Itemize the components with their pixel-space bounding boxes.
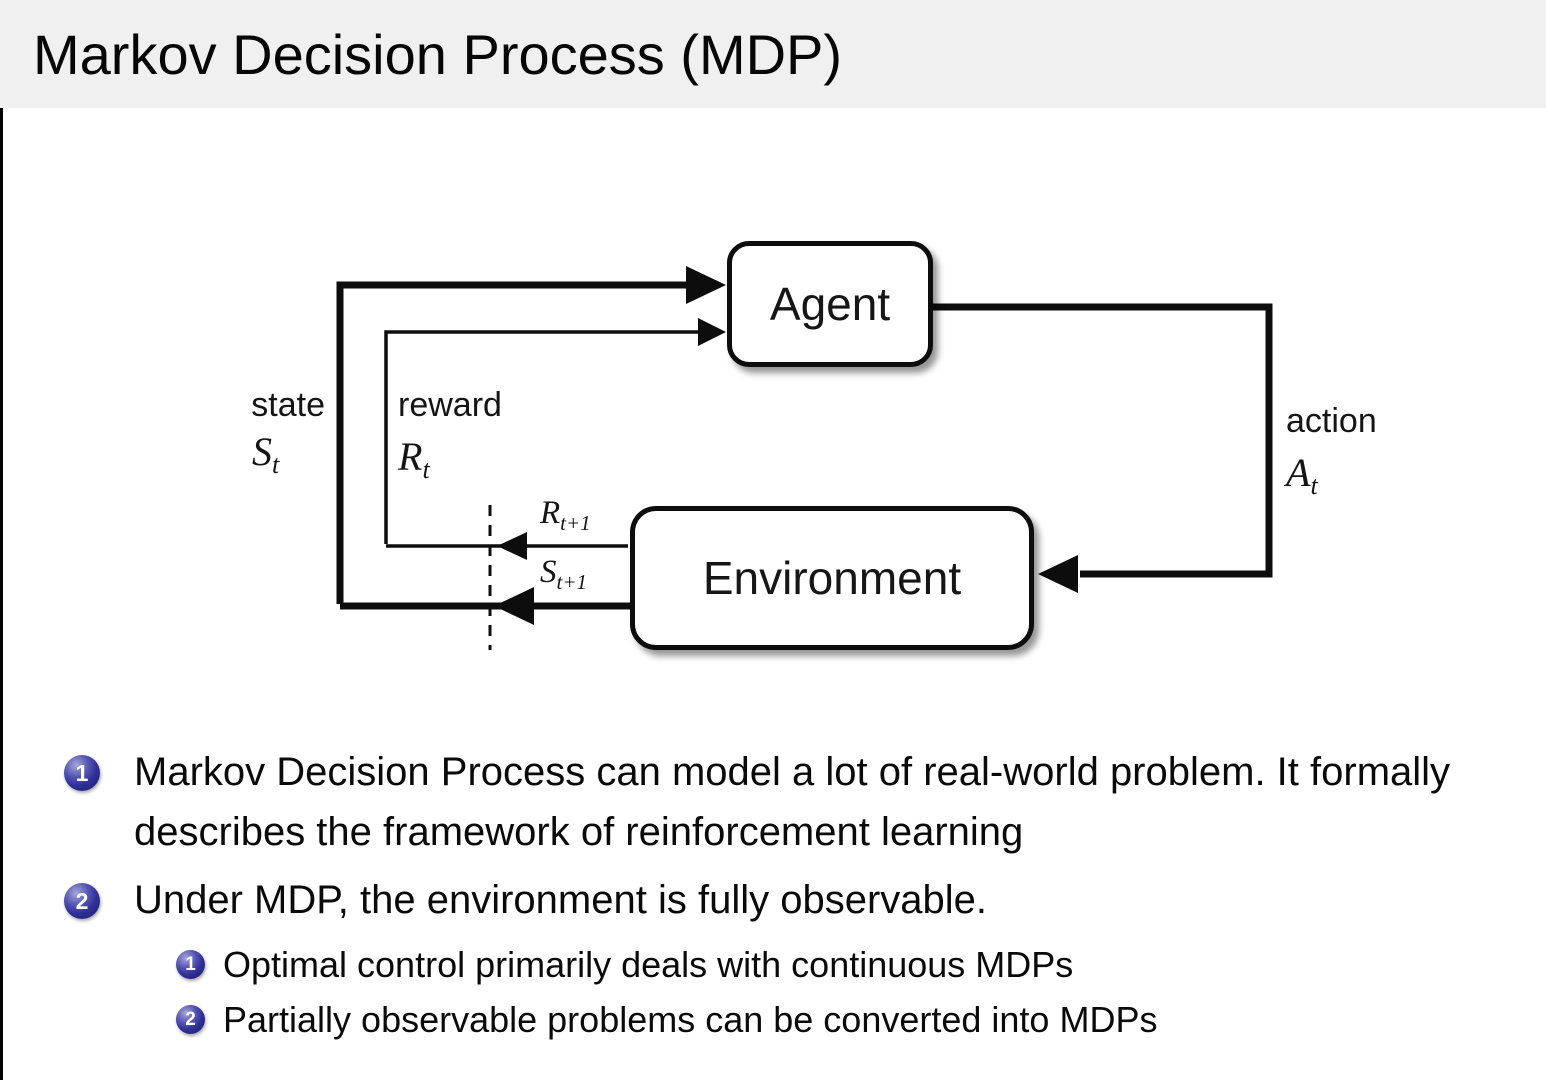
action-label: action	[1286, 402, 1377, 440]
state-label: state	[251, 386, 325, 424]
reward-symbol-letter: R	[398, 434, 423, 479]
mdp-diagram: Agent Environment state St reward Rt act…	[251, 241, 1377, 650]
list-item: 1 Markov Decision Process can model a lo…	[64, 742, 1514, 862]
reward-symbol-subscript: t	[422, 455, 430, 484]
sub-bullet-1-badge: 1	[176, 950, 205, 979]
bullet-list: 1 Markov Decision Process can model a lo…	[64, 742, 1514, 1048]
bullet-1-badge: 1	[64, 755, 100, 791]
mdp-loop-arrows	[336, 266, 1273, 650]
sub-bullet-list: 1 Optimal control primarily deals with c…	[176, 938, 1514, 1046]
next-reward-symbol-subscript: t+1	[560, 511, 591, 535]
state-symbol-letter: S	[252, 429, 272, 474]
agent-node: Agent	[727, 241, 933, 367]
next-reward-symbol-letter: R	[540, 495, 561, 531]
bullet-2-badge: 2	[64, 883, 100, 919]
action-symbol-subscript: t	[1310, 471, 1318, 500]
list-item: 1 Optimal control primarily deals with c…	[176, 938, 1514, 991]
reward-label: reward	[398, 386, 502, 424]
slide-left-border	[0, 0, 3, 1080]
next-state-symbol-subscript: t+1	[556, 570, 588, 594]
action-symbol-letter: A	[1286, 450, 1311, 495]
list-item: 2 Under MDP, the environment is fully ob…	[64, 870, 1514, 930]
page-title: Markov Decision Process (MDP)	[33, 22, 843, 86]
reward-arrowhead	[698, 318, 726, 346]
state-symbol-subscript: t	[272, 450, 280, 479]
action-loop-line	[933, 303, 1273, 578]
agent-node-label: Agent	[769, 278, 891, 330]
reward-symbol: Rt	[398, 437, 430, 483]
state-symbol: St	[252, 432, 279, 478]
reward-loop-line	[384, 330, 700, 544]
state-arrowhead	[686, 266, 726, 304]
action-symbol: At	[1286, 453, 1318, 499]
environment-node-label: Environment	[702, 552, 962, 604]
environment-node: Environment	[630, 506, 1034, 650]
sub-bullet-2-text: Partially observable problems can be con…	[223, 999, 1158, 1040]
sub-bullet-1-text: Optimal control primarily deals with con…	[223, 944, 1074, 985]
next-state-symbol: St+1	[540, 556, 587, 593]
action-arrowhead	[1038, 555, 1078, 593]
next-reward-symbol: Rt+1	[540, 497, 591, 534]
sub-bullet-2-badge: 2	[176, 1005, 205, 1034]
bullet-2-text: Under MDP, the environment is fully obse…	[134, 878, 988, 922]
next-reward-arrowhead	[497, 532, 527, 560]
slide-title-bar: Markov Decision Process (MDP)	[0, 0, 1546, 108]
state-loop-line	[336, 281, 690, 604]
list-item: 2 Partially observable problems can be c…	[176, 993, 1514, 1046]
bullet-1-text: Markov Decision Process can model a lot …	[134, 750, 1451, 854]
next-state-arrowhead	[494, 587, 534, 625]
next-state-symbol-letter: S	[540, 554, 557, 590]
